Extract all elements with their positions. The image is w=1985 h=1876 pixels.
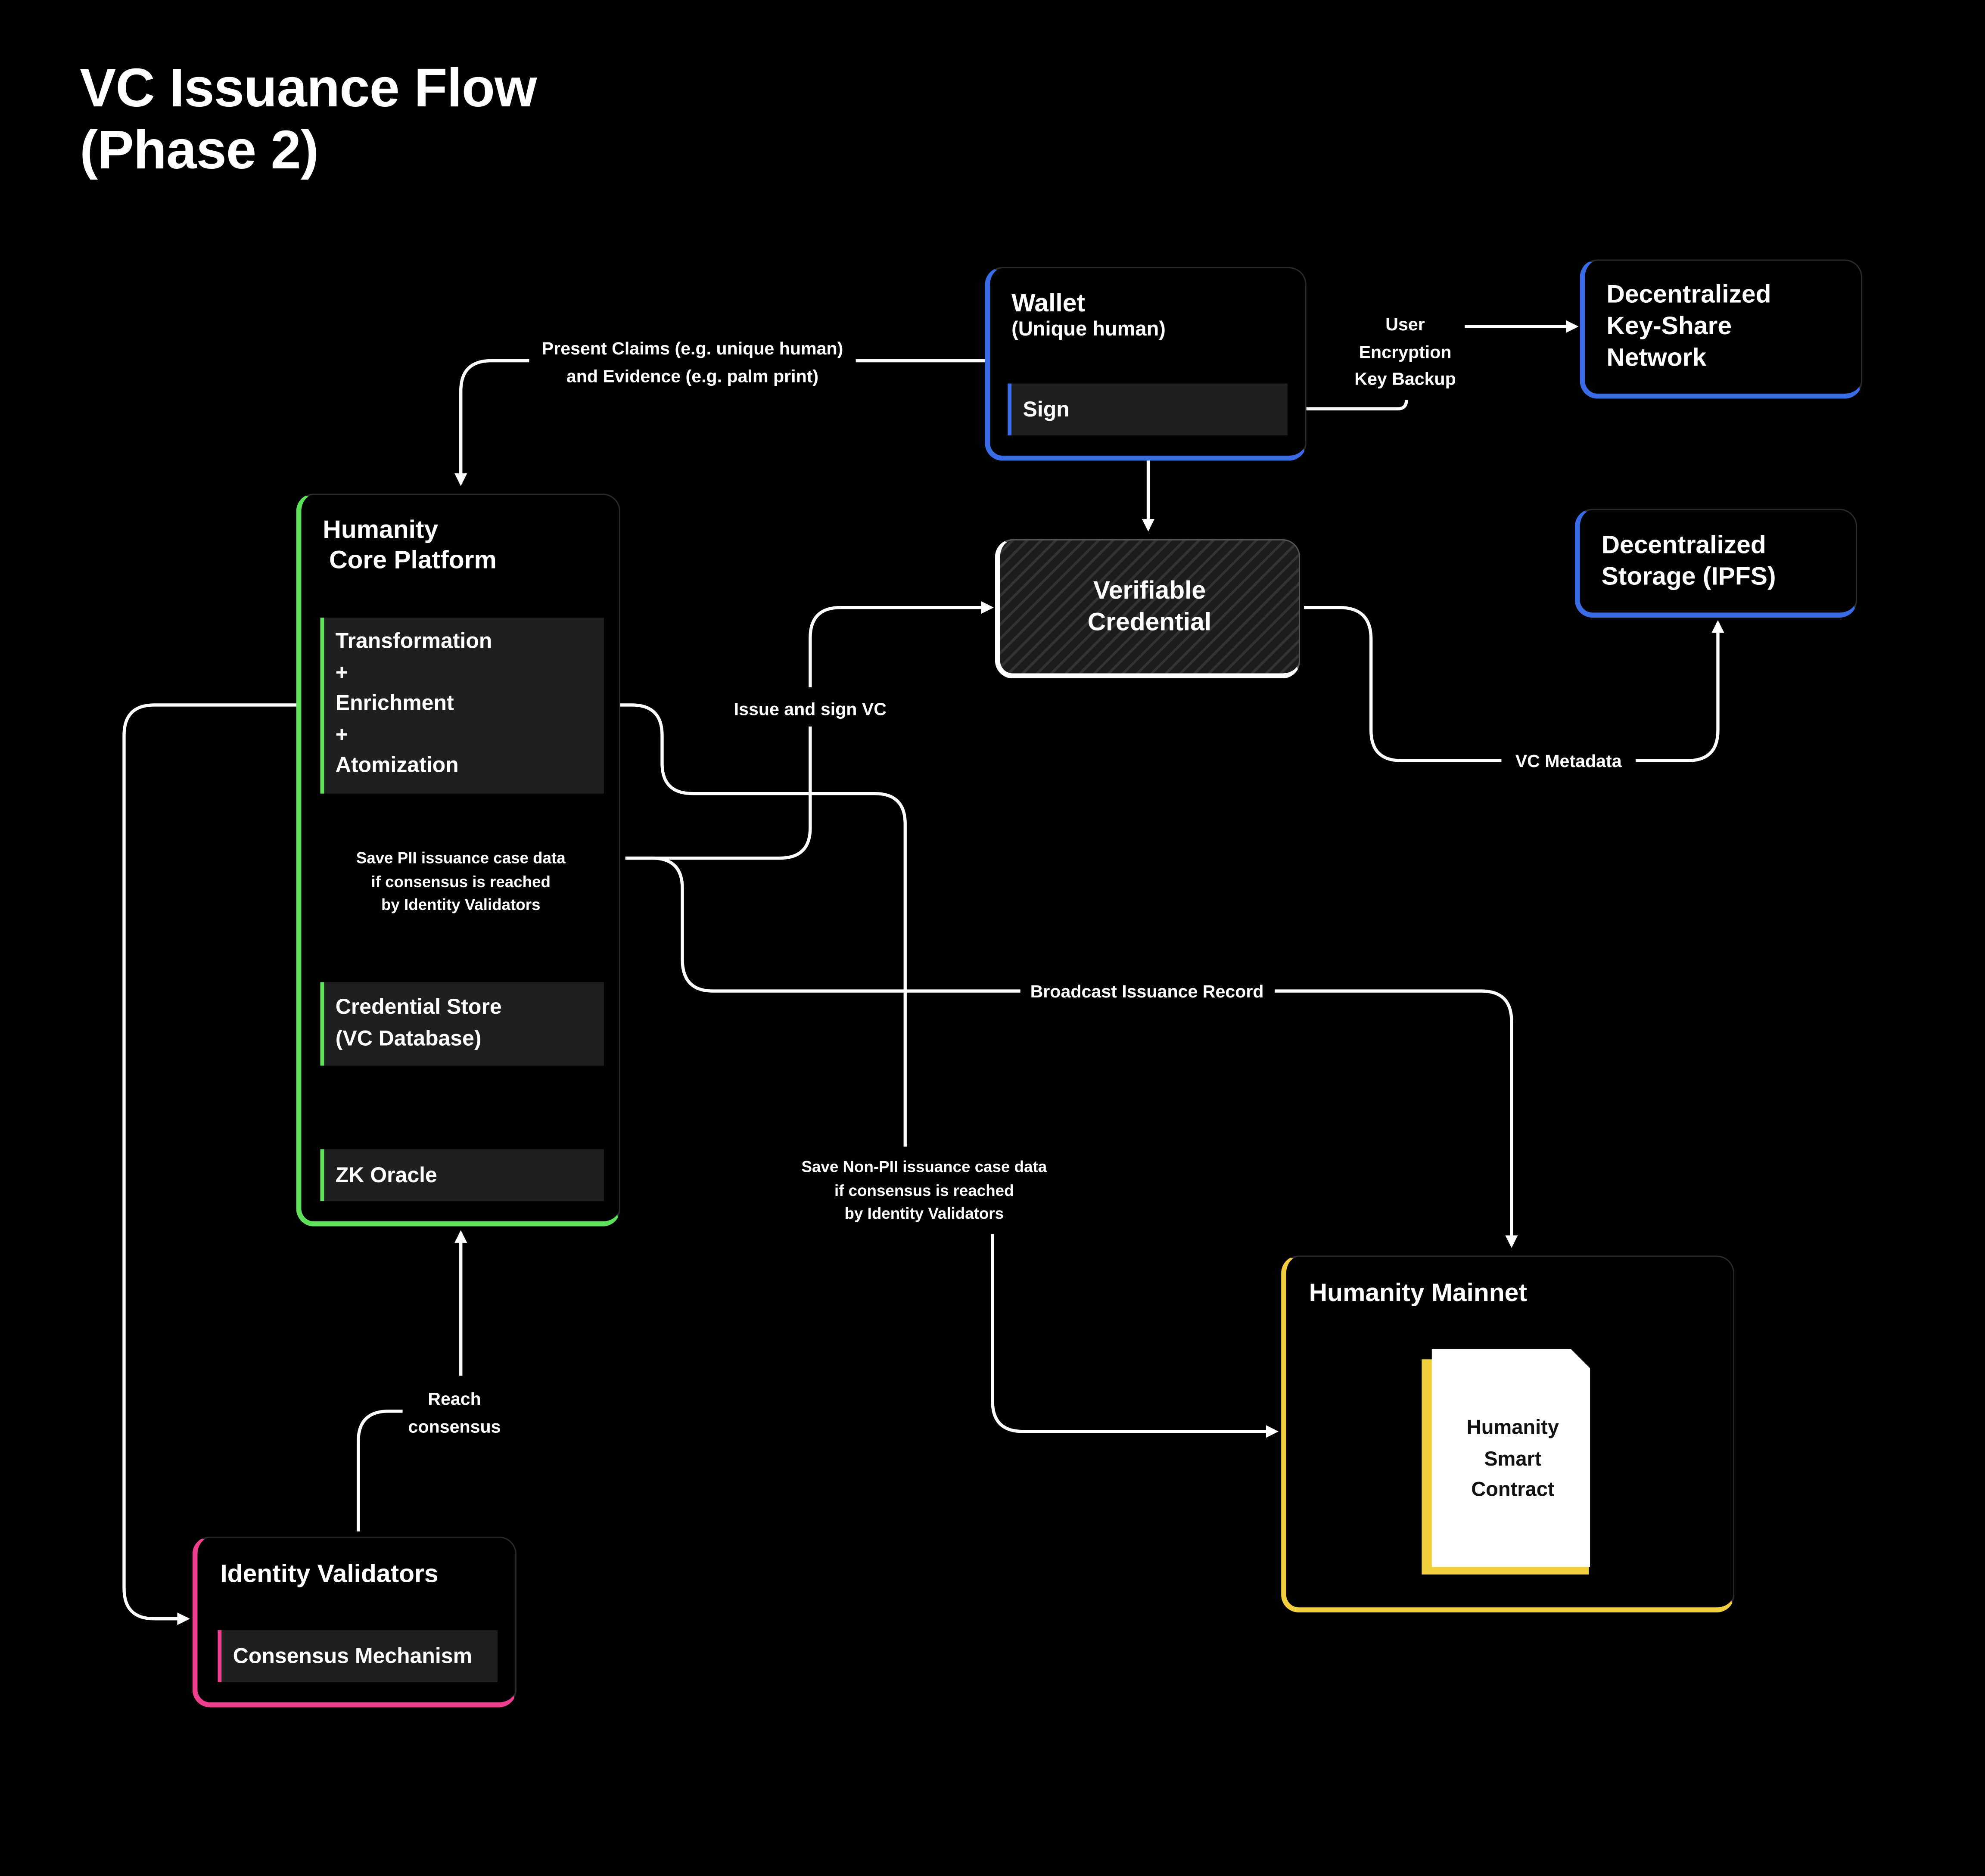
transformation-line-4: +: [335, 722, 348, 746]
page-title-line-2: (Phase 2): [80, 120, 319, 181]
key-backup-label: User Encryption Key Backup: [1354, 311, 1456, 393]
key-share-network-node: Decentralized Key-Share Network: [1580, 259, 1862, 399]
credential-store-line-1: Credential Store: [335, 994, 502, 1019]
core-platform-title: Humanity Core Platform: [323, 515, 496, 576]
transformation-line-3: Enrichment: [335, 691, 454, 715]
smart-contract-line-2: Smart: [1484, 1448, 1542, 1470]
key-share-line-3: Network: [1606, 344, 1707, 373]
edge-issue-sign-top: [809, 601, 994, 687]
save-non-pii-line-2: if consensus is reached: [834, 1181, 1014, 1199]
key-share-line-1: Decentralized: [1606, 281, 1771, 309]
core-platform-node: Humanity Core Platform Transformation + …: [296, 494, 621, 1227]
edge-transform-to-validators: [122, 703, 317, 1625]
edge-broadcast-right: [1275, 989, 1518, 1248]
credential-store-step: Credential Store (VC Database): [320, 982, 604, 1066]
transformation-line-2: +: [335, 660, 348, 684]
reach-consensus-line-2: consensus: [408, 1416, 501, 1436]
edge-reach-consensus-bottom: [357, 1410, 403, 1531]
edge-key-backup-up: [1292, 400, 1408, 410]
save-pii-line-1: Save PII issuance case data: [356, 849, 566, 867]
decentralized-storage-node: Decentralized Storage (IPFS): [1574, 509, 1857, 618]
key-share-network-title: Decentralized Key-Share Network: [1606, 280, 1771, 374]
transformation-line-5: Atomization: [335, 753, 459, 777]
broadcast-issuance-label: Broadcast Issuance Record: [1030, 981, 1264, 1001]
key-backup-line-3: Key Backup: [1354, 368, 1456, 389]
storage-line-2: Storage (IPFS): [1601, 563, 1776, 591]
present-claims-line-2: and Evidence (e.g. palm print): [566, 365, 819, 385]
vc-line-1: Verifiable: [1093, 577, 1206, 605]
storage-line-1: Decentralized: [1601, 531, 1766, 559]
save-non-pii-label: Save Non-PII issuance case data if conse…: [801, 1155, 1047, 1226]
identity-validators-title: Identity Validators: [220, 1560, 439, 1589]
verifiable-credential-node: Verifiable Credential: [995, 539, 1301, 679]
save-non-pii-line-3: by Identity Validators: [844, 1205, 1004, 1223]
vc-metadata-label: VC Metadata: [1515, 750, 1622, 771]
page-title: VC Issuance Flow (Phase 2): [80, 58, 537, 182]
consensus-mechanism-step: Consensus Mechanism: [218, 1630, 498, 1682]
vc-line-2: Credential: [1087, 609, 1212, 637]
reach-consensus-label: Reach consensus: [408, 1386, 501, 1440]
smart-contract-document-icon: [1422, 1349, 1590, 1575]
storage-title: Decentralized Storage (IPFS): [1602, 530, 1776, 593]
core-title-line-2: Core Platform: [329, 547, 497, 575]
edge-broadcast-left: [625, 856, 1021, 993]
identity-validators-node: Identity Validators Consensus Mechanism: [192, 1536, 517, 1708]
save-non-pii-line-1: Save Non-PII issuance case data: [801, 1158, 1047, 1176]
edge-vc-metadata-right: [1635, 620, 1724, 762]
edge-issue-sign-bottom: [625, 726, 812, 860]
present-claims-label: Present Claims (e.g. unique human) and E…: [542, 335, 843, 390]
wallet-subtitle: (Unique human): [1011, 319, 1166, 341]
wallet-title: Wallet: [1011, 289, 1086, 318]
key-backup-line-2: Encryption: [1359, 341, 1452, 362]
present-claims-line-1: Present Claims (e.g. unique human): [541, 338, 843, 358]
sign-step: Sign: [1008, 383, 1288, 435]
key-backup-line-1: User: [1385, 314, 1425, 334]
edge-vc-metadata-left: [1304, 606, 1502, 762]
humanity-mainnet-title: Humanity Mainnet: [1309, 1280, 1527, 1308]
edge-save-non-pii-top: [605, 703, 907, 1147]
smart-contract-line-1: Humanity: [1466, 1417, 1559, 1439]
smart-contract-label: Humanity Smart Contract: [1432, 1414, 1594, 1507]
transformation-step: Transformation + Enrichment + Atomizatio…: [320, 618, 604, 794]
vc-title: Verifiable Credential: [1000, 576, 1299, 639]
save-pii-label: Save PII issuance case data if consensus…: [356, 847, 566, 917]
save-pii-line-2: if consensus is reached: [371, 873, 551, 891]
edge-present-claims-left: [454, 359, 529, 486]
smart-contract-line-3: Contract: [1471, 1479, 1555, 1501]
transformation-line-1: Transformation: [335, 629, 492, 653]
save-pii-line-3: by Identity Validators: [381, 896, 541, 914]
core-title-line-1: Humanity: [323, 516, 439, 544]
edge-save-non-pii-bottom: [991, 1234, 1279, 1438]
key-share-line-2: Key-Share: [1606, 312, 1732, 341]
wallet-node: Wallet (Unique human) Sign: [985, 267, 1307, 461]
issue-sign-vc-label: Issue and sign VC: [734, 699, 887, 719]
zk-oracle-step: ZK Oracle: [320, 1149, 604, 1201]
reach-consensus-line-1: Reach: [428, 1388, 481, 1409]
page-title-line-1: VC Issuance Flow: [80, 58, 537, 119]
credential-store-line-2: (VC Database): [335, 1025, 482, 1050]
